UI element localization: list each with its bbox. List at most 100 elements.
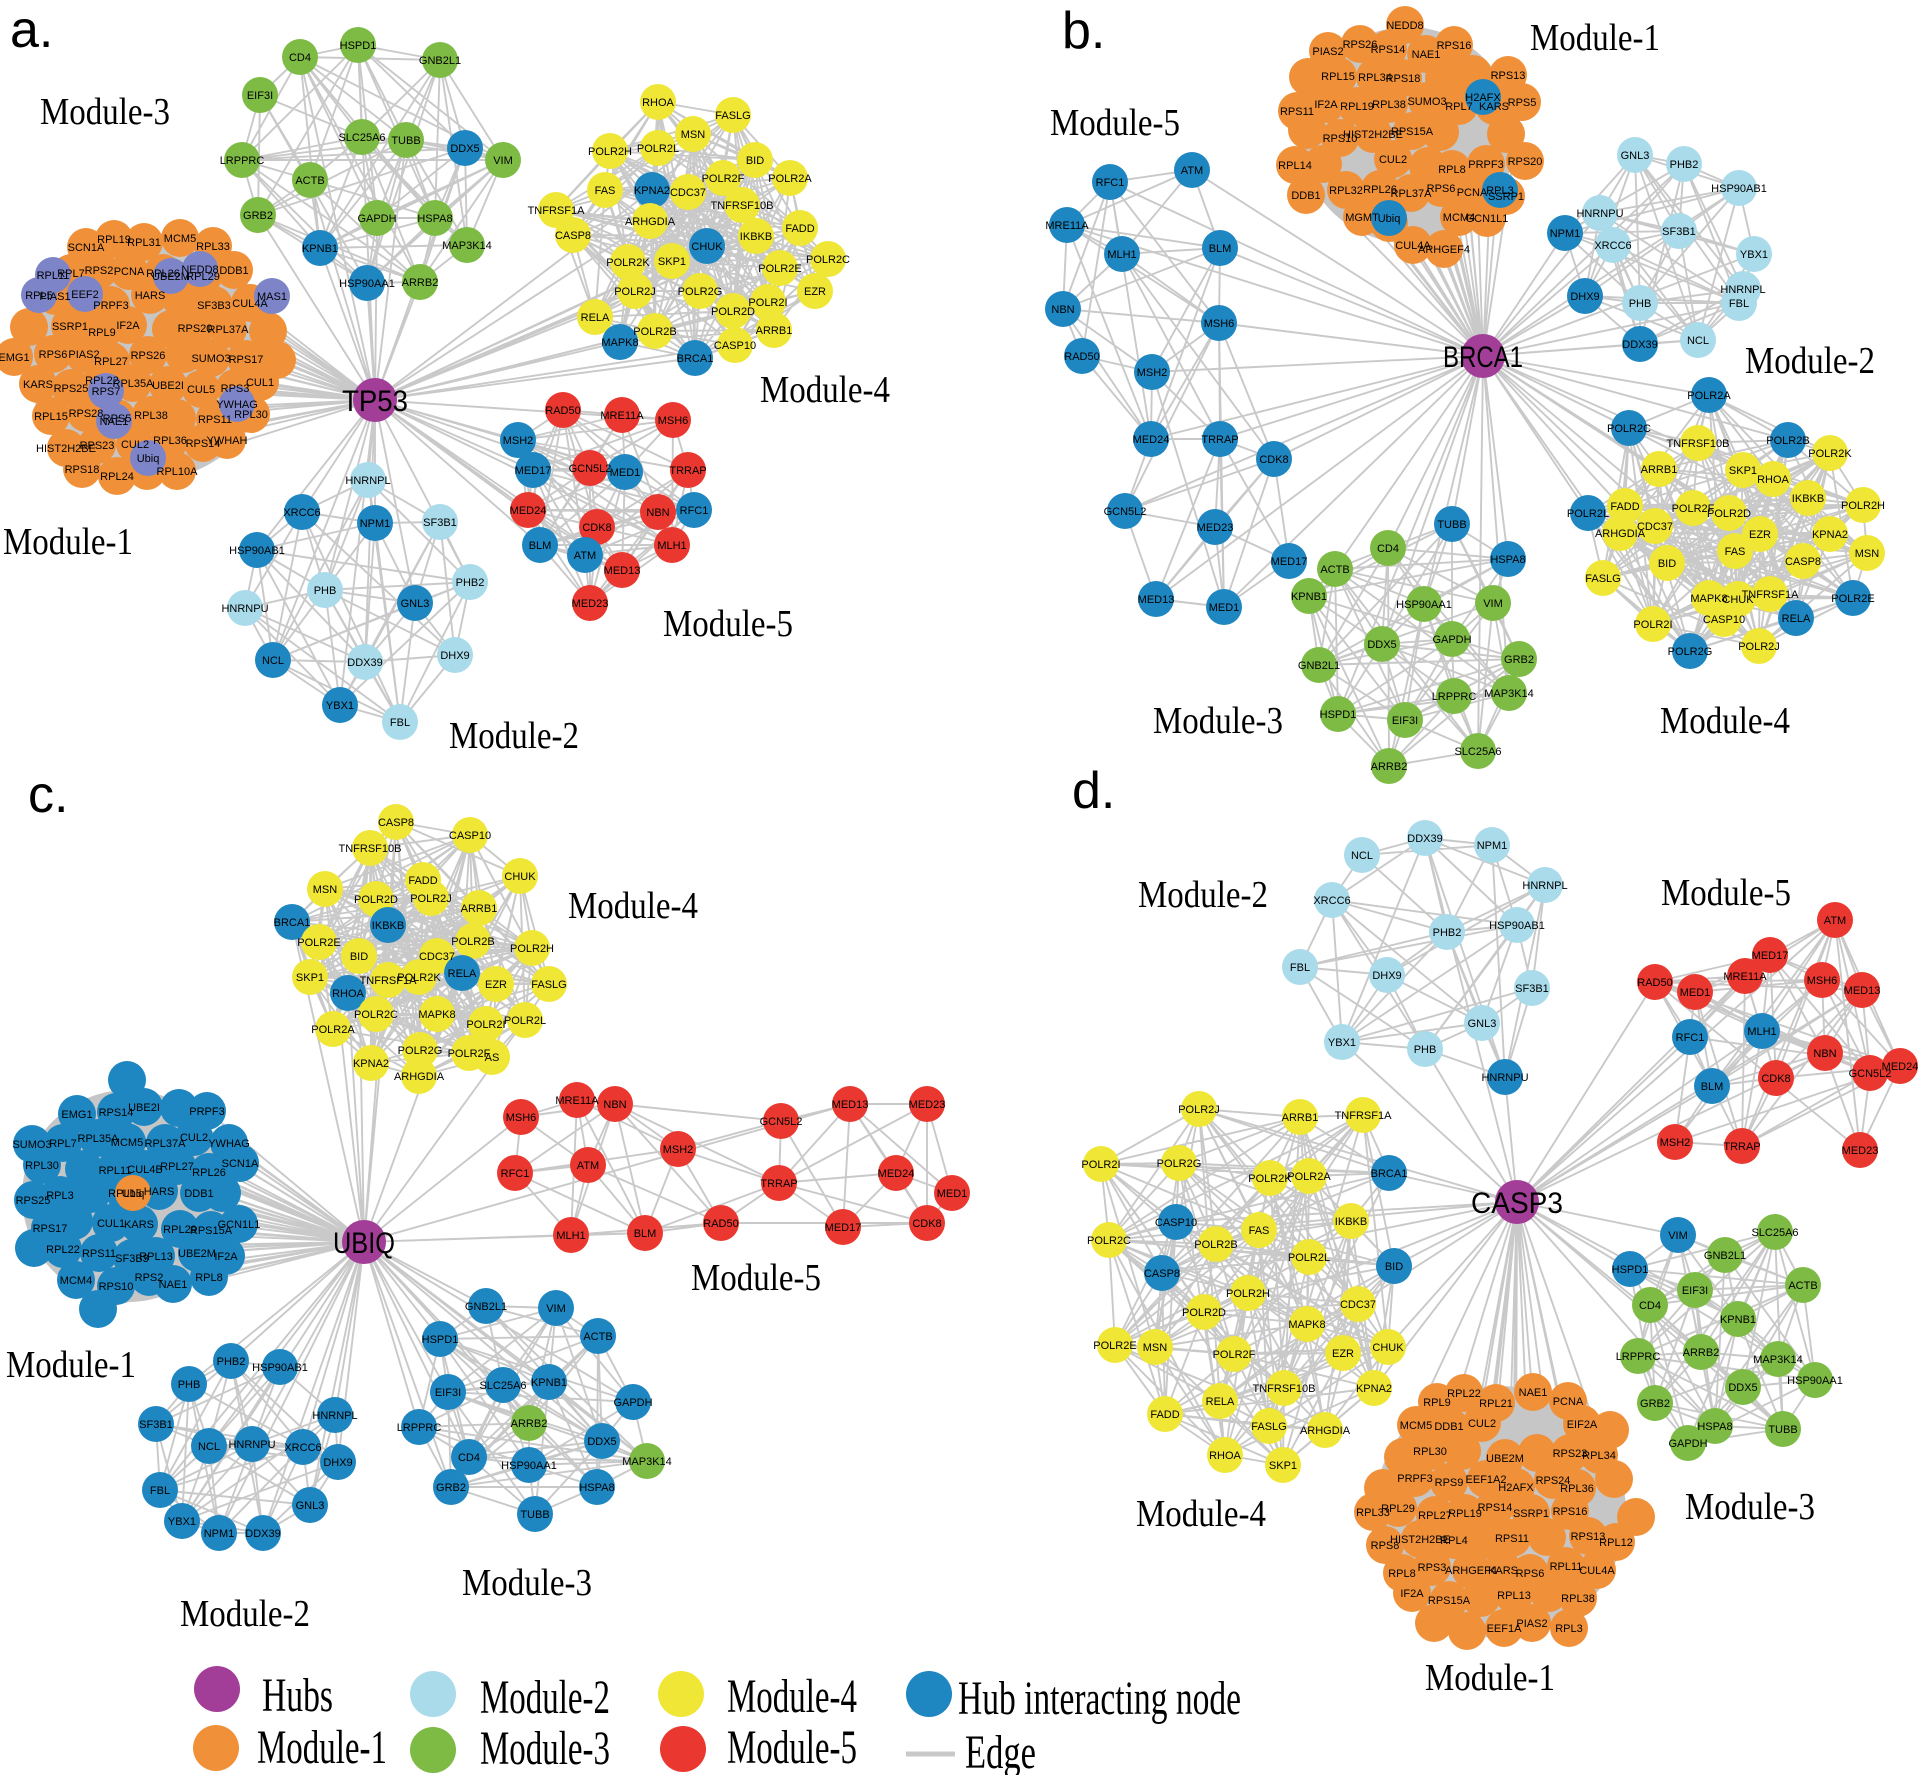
svg-text:MSH6: MSH6	[1204, 318, 1235, 330]
svg-text:RAD50: RAD50	[1064, 351, 1099, 363]
svg-text:RFC1: RFC1	[1676, 1032, 1705, 1044]
svg-text:RPL35A: RPL35A	[113, 378, 155, 390]
svg-text:VIM: VIM	[493, 155, 513, 167]
svg-text:CUL4B: CUL4B	[127, 1164, 162, 1176]
svg-text:SSRP1: SSRP1	[52, 321, 88, 333]
svg-text:SUMO3: SUMO3	[12, 1139, 51, 1151]
svg-text:RPS6: RPS6	[39, 349, 68, 361]
svg-text:RPL34: RPL34	[1358, 72, 1392, 84]
svg-text:MED24: MED24	[878, 1168, 915, 1180]
svg-text:RFC1: RFC1	[1096, 177, 1125, 189]
svg-text:RHOA: RHOA	[642, 97, 674, 109]
svg-text:POLR2B: POLR2B	[1194, 1239, 1237, 1251]
svg-text:RPS25: RPS25	[16, 1195, 51, 1207]
svg-text:RPL37A: RPL37A	[145, 1138, 187, 1150]
svg-text:FADD: FADD	[785, 223, 814, 235]
svg-text:VIM: VIM	[546, 1303, 566, 1315]
svg-text:POLR2C: POLR2C	[1607, 423, 1651, 435]
svg-text:HSPA8: HSPA8	[1490, 554, 1525, 566]
svg-text:Module-2: Module-2	[480, 1671, 610, 1724]
svg-text:MRE11A: MRE11A	[1723, 971, 1767, 983]
svg-text:CDK8: CDK8	[912, 1218, 941, 1230]
svg-text:NAE1: NAE1	[159, 1279, 188, 1291]
svg-text:POLR2B: POLR2B	[1766, 435, 1809, 447]
svg-text:SKP1: SKP1	[1269, 1460, 1297, 1472]
svg-text:SKP1: SKP1	[658, 256, 686, 268]
svg-text:POLR2L: POLR2L	[1567, 508, 1609, 520]
svg-text:PHB2: PHB2	[217, 1356, 246, 1368]
svg-text:TNFRSF10B: TNFRSF10B	[711, 200, 774, 212]
svg-text:MED1: MED1	[1680, 987, 1711, 999]
svg-text:PHB2: PHB2	[1433, 927, 1462, 939]
svg-text:MRE11A: MRE11A	[600, 410, 644, 422]
svg-text:CUL4A: CUL4A	[1579, 1565, 1615, 1577]
svg-text:MSH2: MSH2	[1137, 367, 1168, 379]
svg-text:MSN: MSN	[313, 884, 338, 896]
svg-text:MAS1: MAS1	[257, 291, 287, 303]
svg-text:RPL30: RPL30	[25, 1160, 59, 1172]
svg-text:CASP10: CASP10	[1155, 1217, 1197, 1229]
svg-text:RELA: RELA	[448, 968, 477, 980]
svg-text:RPS3: RPS3	[221, 383, 250, 395]
svg-text:HSP90AA1: HSP90AA1	[1787, 1375, 1843, 1387]
svg-text:HIST2H2BE: HIST2H2BE	[1343, 129, 1403, 141]
svg-text:POLR2H: POLR2H	[1226, 1288, 1270, 1300]
svg-text:YBX1: YBX1	[168, 1516, 196, 1528]
svg-text:CDC37: CDC37	[670, 187, 706, 199]
svg-text:POLR2G: POLR2G	[398, 1045, 443, 1057]
svg-text:DDB1: DDB1	[1291, 190, 1320, 202]
svg-text:SUMO3: SUMO3	[191, 353, 230, 365]
svg-text:POLR2A: POLR2A	[1287, 1171, 1331, 1183]
svg-text:RPS25: RPS25	[54, 383, 89, 395]
svg-text:RPL38: RPL38	[1372, 99, 1406, 111]
svg-text:RPL27: RPL27	[160, 1161, 194, 1173]
svg-text:SSRP1: SSRP1	[1488, 191, 1524, 203]
svg-text:HNRNPL: HNRNPL	[1522, 880, 1567, 892]
svg-text:ARRB2: ARRB2	[402, 277, 439, 289]
svg-text:MSN: MSN	[1143, 1342, 1168, 1354]
svg-text:RPL38: RPL38	[134, 410, 168, 422]
svg-text:IF2A: IF2A	[1400, 1588, 1424, 1600]
svg-text:Module-2: Module-2	[1745, 340, 1875, 382]
svg-text:d.: d.	[1072, 762, 1115, 820]
svg-text:CDC37: CDC37	[1340, 1299, 1376, 1311]
svg-text:FADD: FADD	[1150, 1409, 1179, 1421]
svg-text:CUL1: CUL1	[97, 1218, 125, 1230]
svg-text:RPL22: RPL22	[46, 1244, 80, 1256]
svg-text:RPL8: RPL8	[1438, 164, 1466, 176]
svg-text:ARHGEF4: ARHGEF4	[1418, 244, 1470, 256]
svg-text:XRCC6: XRCC6	[283, 507, 320, 519]
svg-text:LRPPRC: LRPPRC	[220, 155, 265, 167]
svg-text:TRRAP: TRRAP	[1201, 434, 1238, 446]
svg-text:RPS15A: RPS15A	[1428, 1595, 1471, 1607]
svg-text:FBL: FBL	[1290, 962, 1310, 974]
svg-text:MAP3K14: MAP3K14	[1753, 1354, 1803, 1366]
svg-text:POLR2D: POLR2D	[711, 306, 755, 318]
svg-text:EIF3I: EIF3I	[1682, 1285, 1708, 1297]
svg-text:CUL2: CUL2	[121, 439, 149, 451]
svg-text:TUBB: TUBB	[1768, 1424, 1797, 1436]
svg-text:SF3B1: SF3B1	[423, 517, 457, 529]
svg-text:POLR2F: POLR2F	[702, 173, 745, 185]
svg-text:RPS23: RPS23	[1553, 1448, 1588, 1460]
svg-text:UBIQ: UBIQ	[333, 1227, 395, 1260]
svg-text:ARRB1: ARRB1	[1641, 464, 1678, 476]
svg-text:RPL27: RPL27	[1418, 1510, 1452, 1522]
svg-text:Module-5: Module-5	[663, 603, 793, 645]
svg-text:EIF3I: EIF3I	[247, 90, 273, 102]
svg-text:NCL: NCL	[262, 655, 284, 667]
svg-text:b.: b.	[1062, 2, 1105, 60]
svg-text:RPL30: RPL30	[1413, 1446, 1447, 1458]
svg-text:TNFRSF10B: TNFRSF10B	[1253, 1383, 1316, 1395]
svg-text:IF2A: IF2A	[214, 1251, 238, 1263]
svg-text:EIF2A: EIF2A	[1567, 1419, 1598, 1431]
svg-text:CD4: CD4	[289, 52, 311, 64]
svg-text:GAPDH: GAPDH	[1432, 634, 1471, 646]
svg-text:HSP90AB1: HSP90AB1	[252, 1362, 308, 1374]
svg-text:EZR: EZR	[804, 286, 826, 298]
svg-text:RHOA: RHOA	[1209, 1450, 1241, 1462]
svg-text:ACTB: ACTB	[1788, 1280, 1817, 1292]
svg-text:NCL: NCL	[198, 1441, 220, 1453]
svg-text:KPNB1: KPNB1	[1291, 591, 1327, 603]
svg-text:MSH6: MSH6	[1807, 975, 1838, 987]
